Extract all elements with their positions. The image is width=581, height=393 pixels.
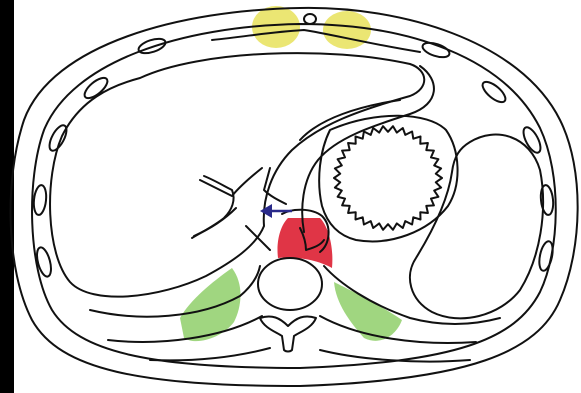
anterior-left-highlight (252, 6, 300, 48)
liver-outline (50, 53, 424, 297)
spleen-outline (410, 135, 543, 319)
anterior-right-highlight (323, 11, 371, 49)
anterior-diaphragm (212, 30, 420, 52)
stomach-outline (319, 116, 457, 242)
rib-section (421, 40, 451, 60)
xiphoid-section (304, 14, 316, 24)
stomach-wall-inner (300, 100, 400, 140)
body-outer-contour (11, 8, 578, 386)
vertebral-body (258, 258, 322, 310)
rib-section (32, 184, 47, 215)
rib-section (34, 246, 53, 278)
posterior-muscle-lines (150, 348, 470, 362)
rib-section (537, 240, 555, 272)
stomach-lumen (334, 126, 442, 230)
arrow-head-icon (260, 204, 272, 218)
posterior-vertebral-elements (260, 316, 316, 351)
posterior-right-highlight (180, 268, 241, 341)
outline-layer (11, 8, 578, 386)
